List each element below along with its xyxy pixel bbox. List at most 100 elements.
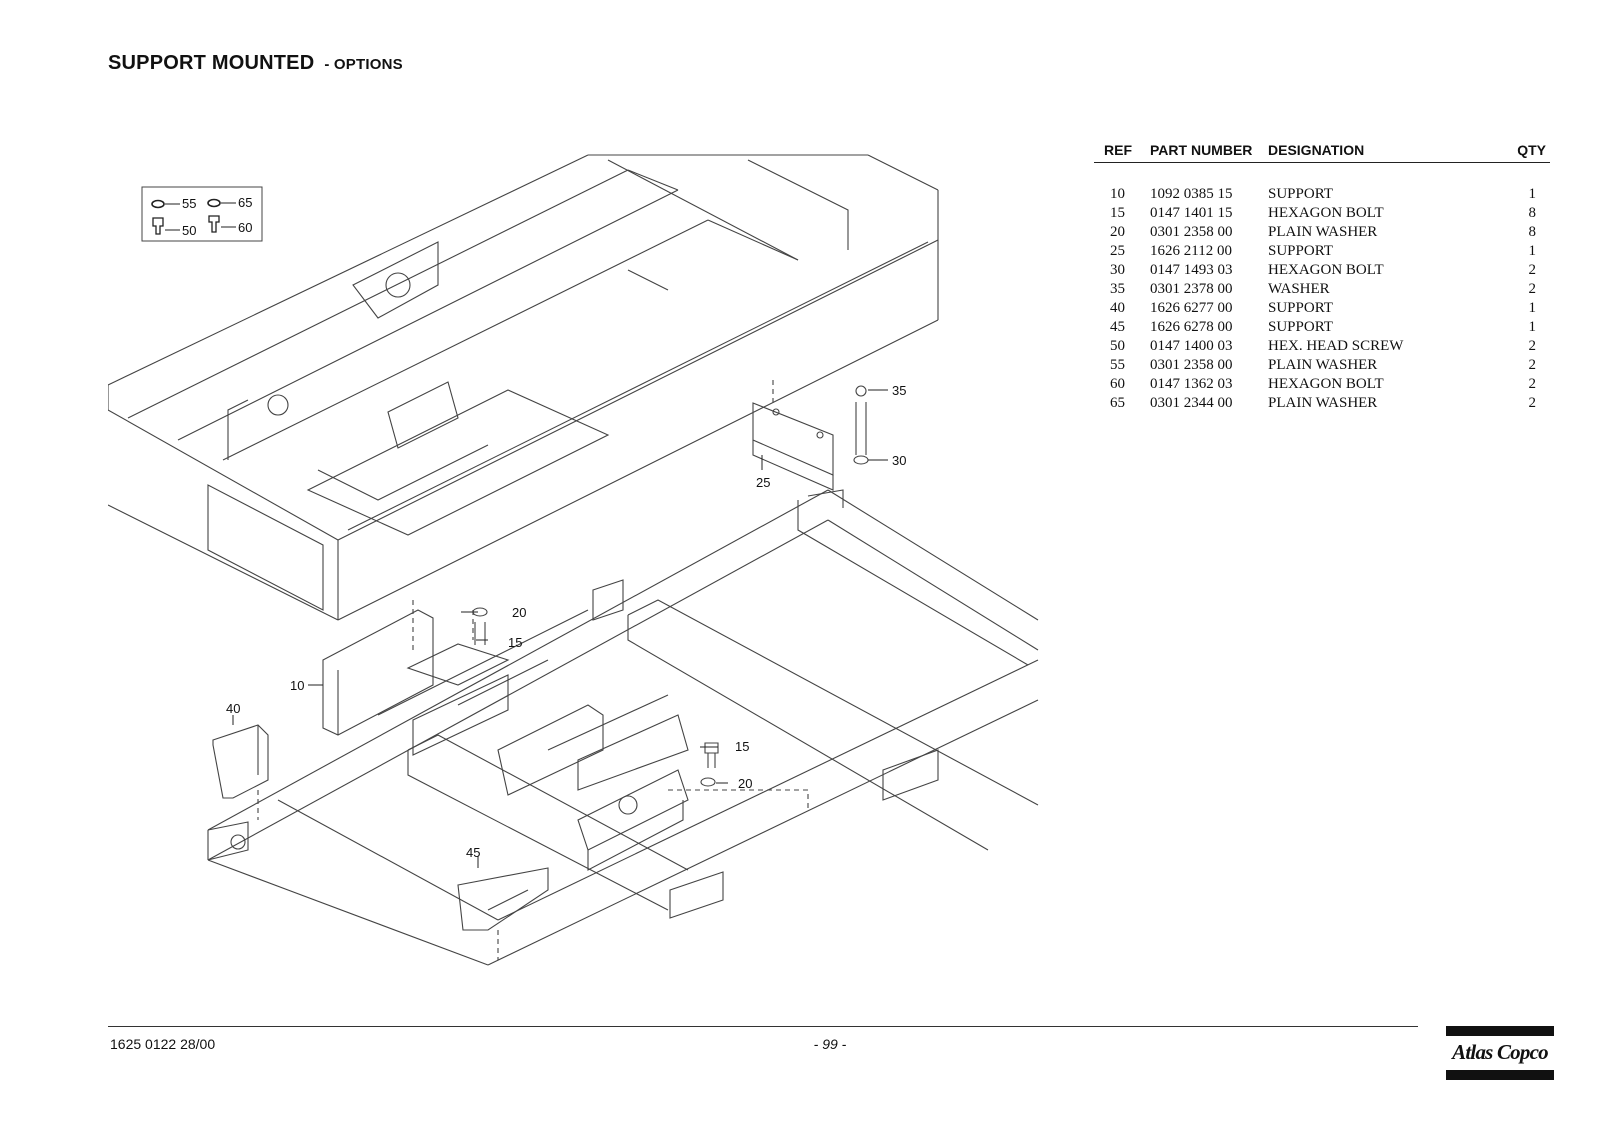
row-part: 0147 1401 15 [1150,205,1233,221]
row-qty: 2 [1528,281,1537,297]
row-part: 1626 6277 00 [1150,300,1233,316]
upper-frame [108,154,939,621]
row-designation: HEXAGON BOLT [1268,205,1384,221]
fasteners [472,607,809,810]
row-qty: 2 [1528,357,1537,373]
page-title: SUPPORT MOUNTED - OPTIONS [108,52,403,75]
row-qty: 1 [1528,186,1537,202]
table-row: 25 1626 2112 00 SUPPORT 1 [1094,242,1550,261]
row-designation: PLAIN WASHER [1268,224,1378,240]
page-number: - 99 - [813,1036,847,1052]
row-part: 0147 1400 03 [1150,338,1233,354]
row-ref: 45 [1110,319,1125,335]
support-25-part [752,380,869,491]
callout-inset-50: 50 [182,223,196,238]
table-row: 40 1626 6277 00 SUPPORT 1 [1094,299,1550,318]
atlas-copco-logo: Atlas Copco [1446,1026,1554,1080]
row-qty: 1 [1528,319,1537,335]
row-qty: 2 [1528,376,1537,392]
table-row: 60 0147 1362 03 HEXAGON BOLT 2 [1094,375,1550,394]
exploded-view-drawing: 55 65 50 60 35 30 25 20 15 10 40 15 20 4… [108,154,1039,966]
table-row: 10 1092 0385 15 SUPPORT 1 [1094,185,1550,204]
row-designation: HEX. HEAD SCREW [1268,338,1404,354]
logo-wordmark: Atlas Copco [1452,1040,1548,1064]
col-designation: DESIGNATION [1268,142,1496,163]
lower-chassis-frame [207,489,1039,966]
row-part: 0301 2344 00 [1150,395,1233,411]
row-part: 1092 0385 15 [1150,186,1233,202]
row-part: 0147 1493 03 [1150,262,1233,278]
row-designation: HEXAGON BOLT [1268,262,1384,278]
callout-25: 25 [756,475,770,490]
callout-45: 45 [466,845,480,860]
row-part: 1626 6278 00 [1150,319,1233,335]
title-subtitle: - OPTIONS [324,56,403,73]
col-part-number: PART NUMBER [1150,142,1268,163]
table-row: 30 0147 1493 03 HEXAGON BOLT 2 [1094,261,1550,280]
col-ref: REF [1094,142,1150,163]
callout-15-lower: 15 [735,739,749,754]
table-row: 50 0147 1400 03 HEX. HEAD SCREW 2 [1094,337,1550,356]
support-40-part [212,724,269,820]
row-ref: 10 [1110,186,1125,202]
row-ref: 15 [1110,205,1125,221]
row-part: 0301 2358 00 [1150,224,1233,240]
logo-top-bar [1446,1026,1554,1036]
row-designation: SUPPORT [1268,243,1333,259]
row-designation: PLAIN WASHER [1268,395,1378,411]
row-designation: SUPPORT [1268,300,1333,316]
row-qty: 2 [1528,338,1537,354]
table-row: 20 0301 2358 00 PLAIN WASHER 8 [1094,223,1550,242]
row-qty: 1 [1528,300,1537,316]
row-part: 1626 2112 00 [1150,243,1232,259]
callout-35: 35 [892,383,906,398]
parts-table-header: REF PART NUMBER DESIGNATION QTY [1094,142,1550,163]
table-row: 55 0301 2358 00 PLAIN WASHER 2 [1094,356,1550,375]
callout-20-upper: 20 [512,605,526,620]
row-qty: 1 [1528,243,1537,259]
parts-list-table: REF PART NUMBER DESIGNATION QTY 10 1092 0… [1094,142,1550,413]
row-designation: SUPPORT [1268,319,1333,335]
row-qty: 2 [1528,262,1537,278]
row-qty: 8 [1528,224,1537,240]
row-ref: 50 [1110,338,1125,354]
callout-20-lower: 20 [738,776,752,791]
callout-inset-60: 60 [238,220,252,235]
callout-30: 30 [892,453,906,468]
row-part: 0147 1362 03 [1150,376,1233,392]
row-designation: HEXAGON BOLT [1268,376,1384,392]
row-ref: 25 [1110,243,1125,259]
logo-bottom-bar [1446,1070,1554,1080]
row-part: 0301 2358 00 [1150,357,1233,373]
table-row: 35 0301 2378 00 WASHER 2 [1094,280,1550,299]
row-ref: 40 [1110,300,1125,316]
document-number: 1625 0122 28/00 [110,1036,216,1052]
callout-inset-55: 55 [182,196,196,211]
table-row: 45 1626 6278 00 SUPPORT 1 [1094,318,1550,337]
callout-inset-65: 65 [238,195,252,210]
table-row: 65 0301 2344 00 PLAIN WASHER 2 [1094,394,1550,413]
inset-parts-box: 55 65 50 60 [141,186,263,242]
row-qty: 2 [1528,395,1537,411]
row-ref: 35 [1110,281,1125,297]
row-part: 0301 2378 00 [1150,281,1233,297]
bolt-60-icon [208,215,220,233]
footer-divider [108,1026,1418,1027]
row-ref: 20 [1110,224,1125,240]
support-45-part [457,867,549,960]
col-qty: QTY [1495,142,1550,163]
row-designation: WASHER [1268,281,1330,297]
table-row: 15 0147 1401 15 HEXAGON BOLT 8 [1094,204,1550,223]
row-ref: 55 [1110,357,1125,373]
row-ref: 65 [1110,395,1125,411]
row-designation: SUPPORT [1268,186,1333,202]
row-ref: 60 [1110,376,1125,392]
screw-50-icon [152,217,164,235]
row-qty: 8 [1528,205,1537,221]
row-designation: PLAIN WASHER [1268,357,1378,373]
washer-55-icon [151,199,165,209]
callout-40: 40 [226,701,240,716]
title-main: SUPPORT MOUNTED [108,52,315,74]
row-ref: 30 [1110,262,1125,278]
washer-65-icon [207,198,221,208]
